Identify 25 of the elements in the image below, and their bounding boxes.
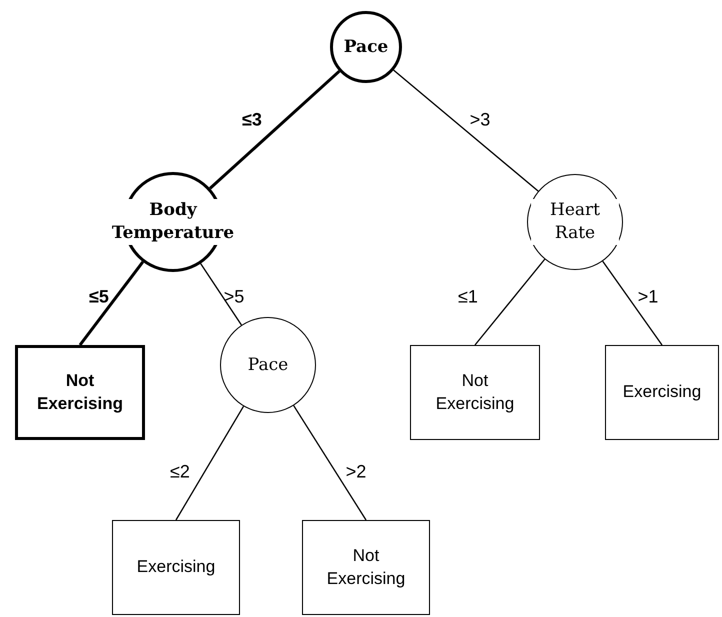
branch-line xyxy=(393,70,539,192)
leaf-box xyxy=(15,345,145,440)
edge-label: ≤2 xyxy=(170,462,190,482)
leaf-box xyxy=(605,345,719,440)
branch-line xyxy=(200,263,242,326)
branch-line xyxy=(78,260,144,346)
leaf-box xyxy=(302,520,430,615)
edge-label: >2 xyxy=(346,462,366,482)
branch-line xyxy=(209,70,340,190)
edge-label: >3 xyxy=(470,110,490,130)
decision-node xyxy=(527,174,623,270)
edge-label: ≤3 xyxy=(242,110,262,130)
branch-line xyxy=(175,406,244,520)
decision-node xyxy=(220,317,316,413)
leaf-box xyxy=(112,520,240,615)
branch-line xyxy=(602,260,663,346)
edge-label: ≤5 xyxy=(89,286,109,308)
branch-line xyxy=(293,405,367,520)
edge-label: >1 xyxy=(638,286,658,308)
node-label: Heart Rate xyxy=(531,199,619,245)
edge-label: >5 xyxy=(224,286,244,308)
leaf-box xyxy=(410,345,540,440)
decision-node xyxy=(330,11,402,83)
branch-line xyxy=(474,258,546,346)
edge-label: ≤1 xyxy=(458,286,478,308)
